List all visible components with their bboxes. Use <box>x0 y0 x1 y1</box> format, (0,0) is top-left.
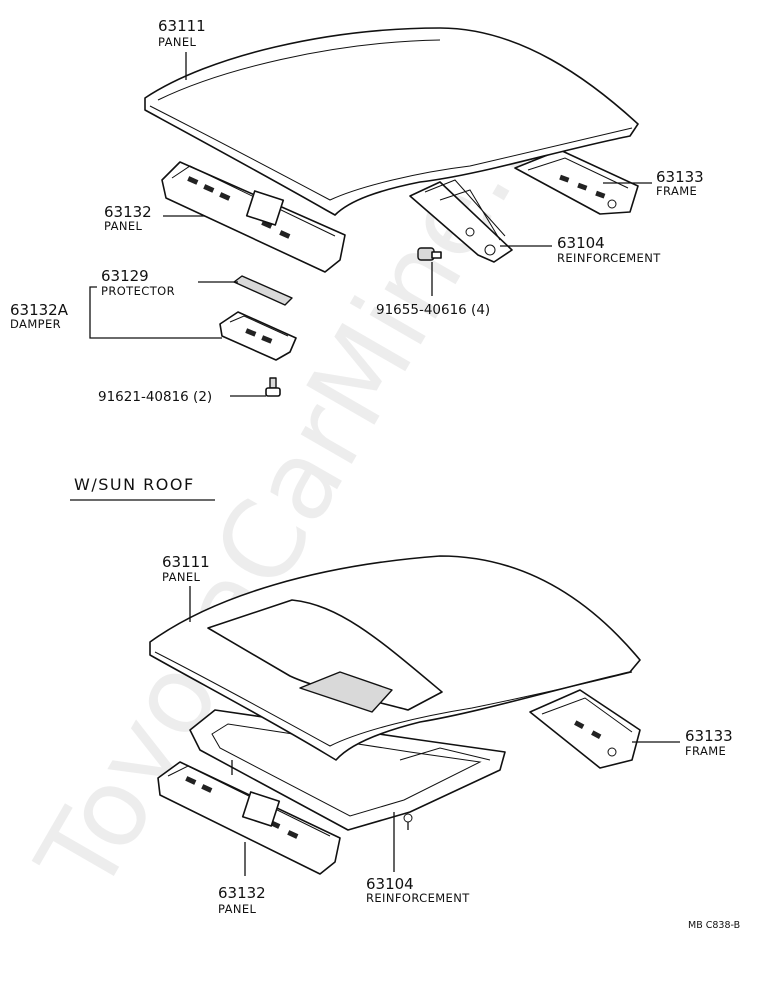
lower-roof-panel-name: PANEL <box>162 570 201 584</box>
upper-frame-number: 63133 <box>656 168 704 186</box>
damper-illustration <box>219 311 297 361</box>
upper-labels: 63111 PANEL 63132 PANEL 63133 FRAME 6310… <box>10 17 704 405</box>
lower-roof-panel-number: 63111 <box>162 553 210 571</box>
protector-illustration <box>233 275 293 306</box>
clip-part-number: 91655-40616 (4) <box>376 302 490 318</box>
diagram-code: MB C838-B <box>688 920 740 931</box>
lower-labels: 63111 PANEL 63133 FRAME 63132 PANEL 6310… <box>162 553 733 916</box>
damper-number: 63132A <box>10 301 69 319</box>
lower-frame-name: FRAME <box>685 744 726 758</box>
upper-rear-panel-name: PANEL <box>104 219 143 233</box>
protector-number: 63129 <box>101 267 149 285</box>
upper-roof-panel-illustration <box>144 27 639 216</box>
protector-name: PROTECTOR <box>101 284 175 298</box>
lower-reinforcement-number: 63104 <box>366 875 414 893</box>
screw-illustration <box>265 377 281 397</box>
upper-roof-panel-name: PANEL <box>158 35 197 49</box>
upper-roof-panel-number: 63111 <box>158 17 206 35</box>
lower-rear-panel-name: PANEL <box>218 902 257 916</box>
damper-name: DAMPER <box>10 317 61 331</box>
lower-leader-lines <box>189 586 680 876</box>
upper-frame-illustration <box>514 149 639 215</box>
lower-reinforcement-name: REINFORCEMENT <box>366 891 470 905</box>
screw-part-number: 91621-40816 (2) <box>98 389 212 405</box>
upper-rear-panel-illustration <box>161 161 346 273</box>
section-title: W/SUN ROOF <box>74 475 195 494</box>
lower-rear-panel-illustration <box>157 761 341 875</box>
lower-rear-panel-number: 63132 <box>218 884 266 902</box>
upper-reinforcement-number: 63104 <box>557 234 605 252</box>
upper-rear-panel-number: 63132 <box>104 203 152 221</box>
lower-frame-illustration <box>529 689 641 769</box>
upper-leader-lines <box>89 52 652 397</box>
lower-frame-number: 63133 <box>685 727 733 745</box>
upper-frame-name: FRAME <box>656 184 697 198</box>
clip-illustration <box>417 247 442 261</box>
upper-reinforcement-name: REINFORCEMENT <box>557 251 661 265</box>
lower-roof-panel-illustration <box>149 555 641 761</box>
upper-reinforcement-illustration <box>409 179 513 263</box>
